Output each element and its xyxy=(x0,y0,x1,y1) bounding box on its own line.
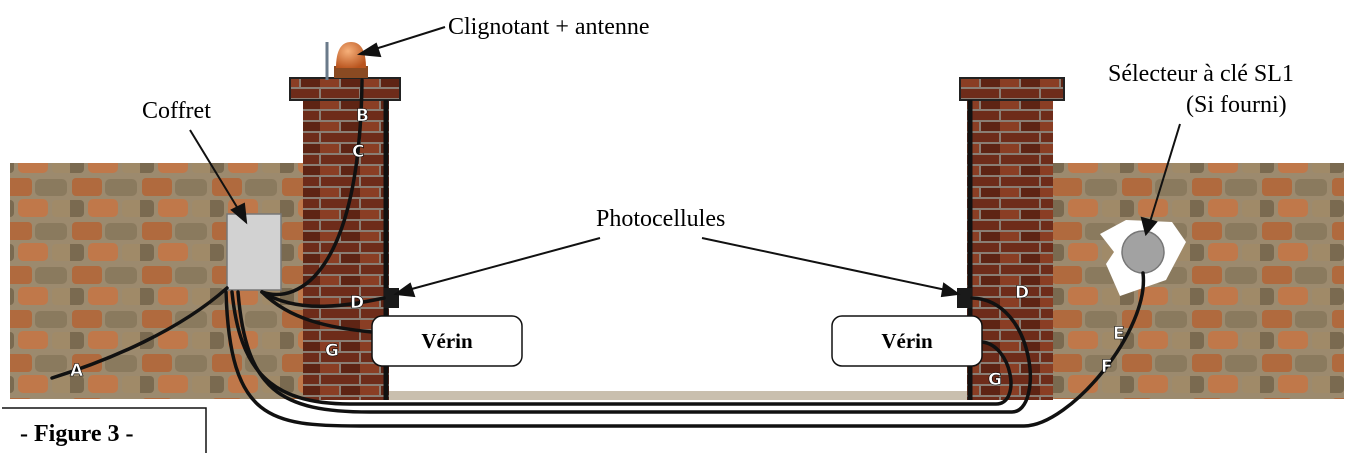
photocells-label: Photocellules xyxy=(596,206,725,232)
flasher-label: Clignotant + antenne xyxy=(448,14,650,40)
coffret-label: Coffret xyxy=(142,98,211,124)
wire-label-a: A xyxy=(70,361,84,381)
wire-label-g-right: G xyxy=(988,370,1002,390)
photocell-right xyxy=(957,288,972,308)
wire-label-c: C xyxy=(352,142,364,162)
cables xyxy=(50,78,1146,428)
pillar-right xyxy=(959,77,1065,400)
flasher-icon xyxy=(325,42,368,80)
wire-label-f: F xyxy=(1101,357,1113,377)
selector-label-line1: Sélecteur à clé SL1 xyxy=(1108,61,1294,87)
wire-label-d-left: D xyxy=(350,293,364,313)
wire-label-e: E xyxy=(1113,324,1125,344)
stone-wall-right xyxy=(1033,163,1344,399)
selector-label-line2: (Si fourni) xyxy=(1186,92,1287,118)
key-selector-icon xyxy=(1100,220,1186,296)
actuator-left: Vérin xyxy=(371,315,523,367)
figure-caption: - Figure 3 - xyxy=(2,407,207,453)
wire-label-d-right: D xyxy=(1015,283,1029,303)
photocell-left xyxy=(384,288,399,308)
coffret-box xyxy=(226,213,282,291)
pointer-arrows xyxy=(189,26,1181,298)
actuator-left-label: Vérin xyxy=(421,329,473,353)
actuator-right: Vérin xyxy=(831,315,983,367)
gate-rail xyxy=(340,391,980,400)
figure-caption-text: - Figure 3 - xyxy=(20,421,134,447)
actuator-right-label: Vérin xyxy=(881,329,933,353)
wire-label-b: B xyxy=(356,106,369,126)
wire-label-g-left: G xyxy=(325,341,339,361)
